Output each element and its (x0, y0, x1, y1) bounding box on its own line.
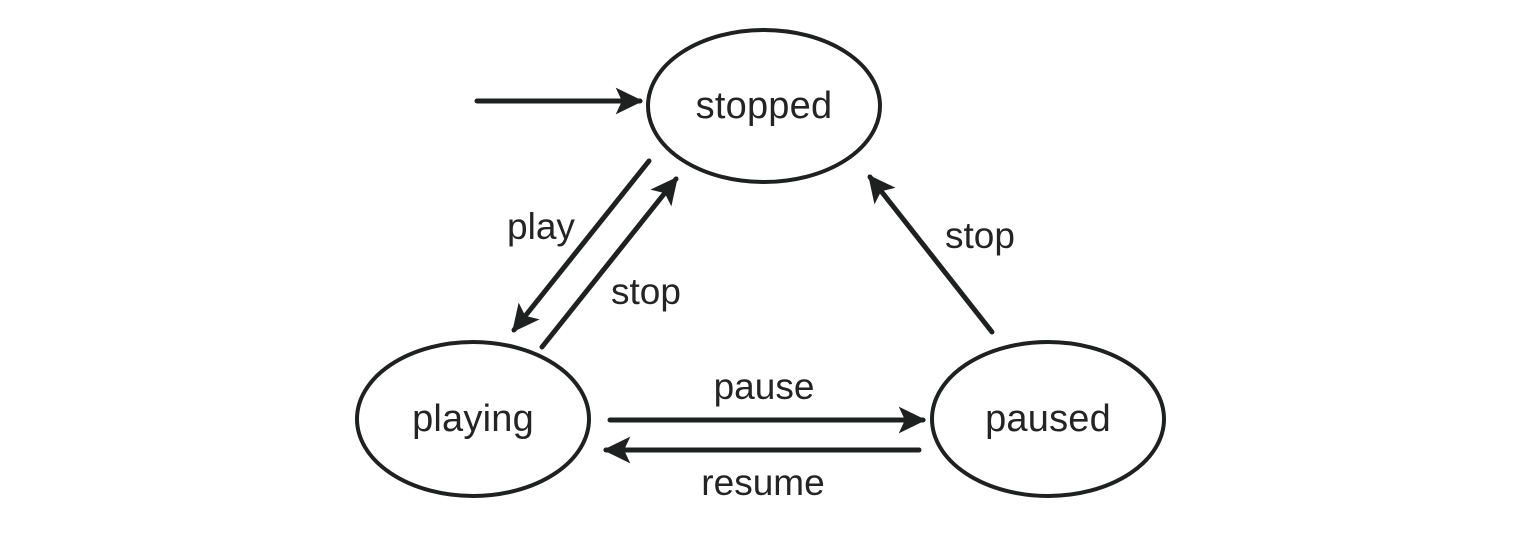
state-label-stopped: stopped (696, 85, 833, 127)
state-node-playing[interactable]: playing (355, 340, 591, 498)
stop-transition-line-right (867, 174, 995, 335)
state-ellipse-paused (930, 340, 1166, 498)
transition-paused-to-stopped[interactable]: stop (867, 174, 1015, 335)
state-node-stopped[interactable]: stopped (646, 28, 882, 184)
transition-paused-to-playing[interactable]: resume (602, 436, 922, 503)
state-ellipse-stopped (646, 28, 882, 184)
transition-stopped-to-playing[interactable]: play (507, 158, 652, 333)
state-ellipse-playing (355, 340, 591, 498)
edge-label-stop-left: stop (611, 271, 681, 312)
edge-label-pause: pause (714, 366, 815, 407)
transition-playing-to-stopped[interactable]: stop (539, 176, 681, 350)
stop-transition-line-left (539, 176, 679, 350)
edge-label-play: play (507, 206, 575, 247)
state-label-paused: paused (985, 398, 1111, 440)
nodes-layer: stopped playing paused (355, 28, 1166, 498)
transition-playing-to-paused[interactable]: pause (607, 366, 927, 434)
edges-layer: play stop stop pause resume (474, 87, 1015, 503)
edge-label-resume: resume (701, 462, 824, 503)
edge-label-stop-right: stop (945, 215, 1015, 256)
play-transition-line (511, 158, 652, 333)
state-label-playing: playing (412, 398, 534, 440)
state-node-paused[interactable]: paused (930, 340, 1166, 498)
